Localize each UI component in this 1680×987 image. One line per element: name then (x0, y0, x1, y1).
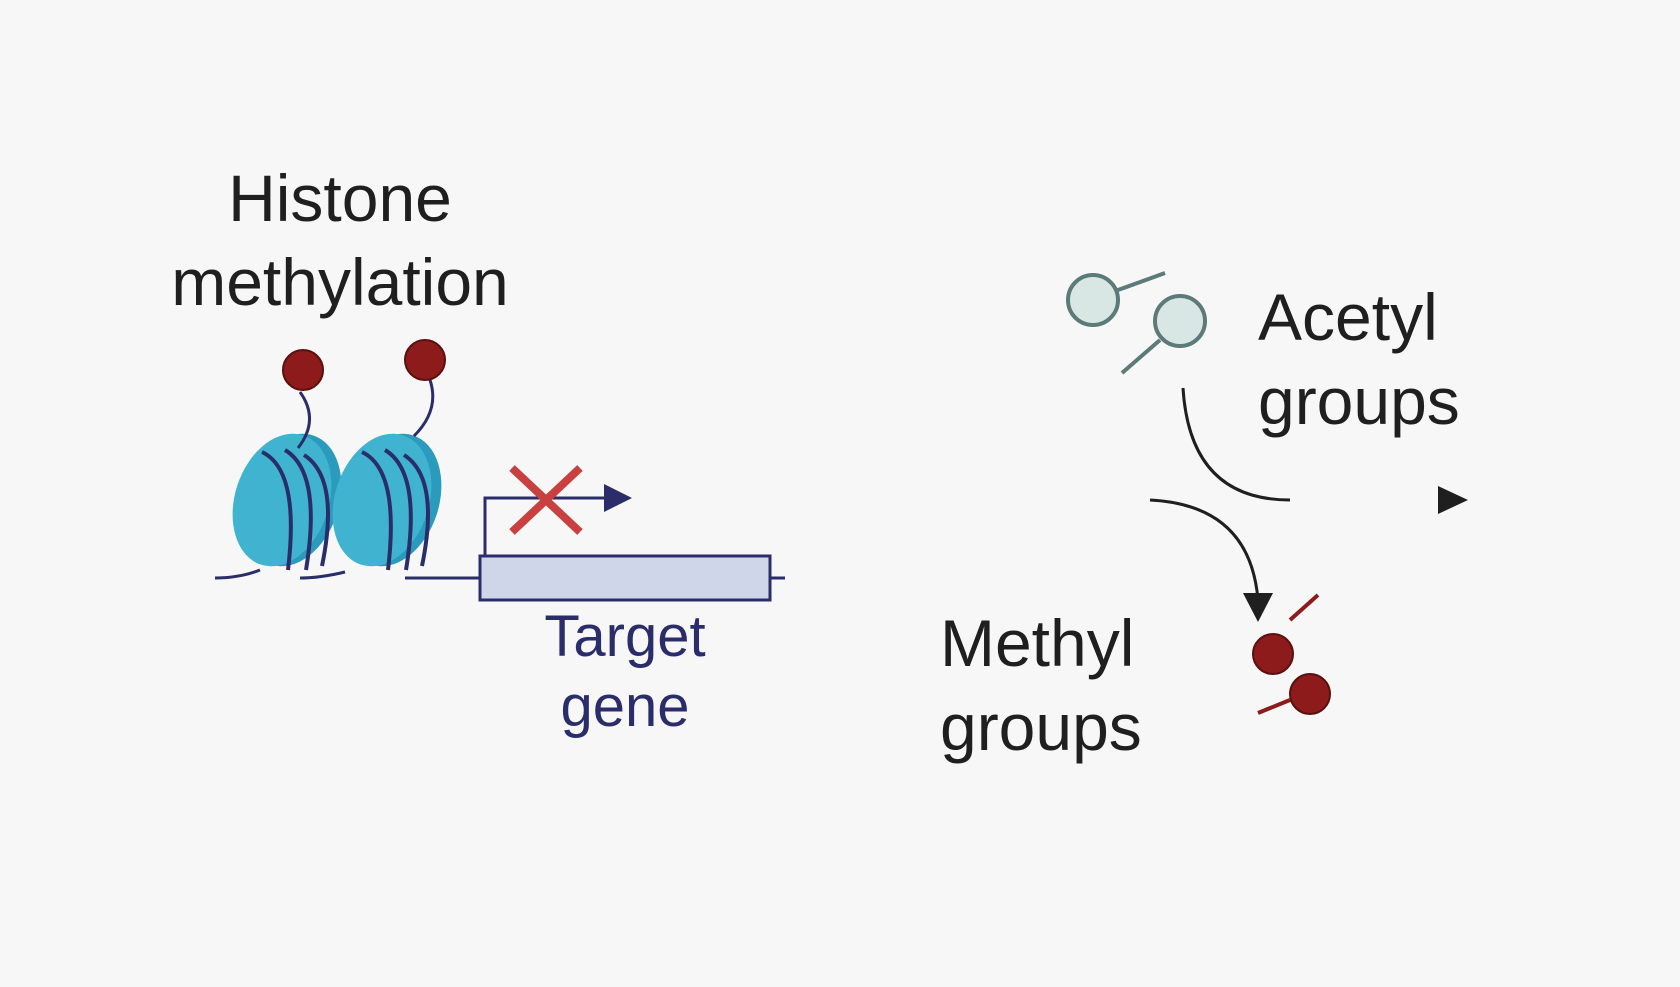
dna-strand (214, 568, 480, 580)
x-mark-icon (509, 465, 583, 535)
histone-label-line2: methylation (171, 245, 509, 319)
methyl-mark-icon (404, 339, 446, 438)
acetyl-branch-arrow (1181, 387, 1291, 502)
methyl-branch-arrow (1149, 498, 1260, 601)
main-arrowhead (1438, 486, 1468, 514)
acetyl-label-line2: groups (1258, 364, 1460, 438)
acetyl-label-line1: Acetyl (1258, 280, 1438, 354)
acetyl-group-icon (1120, 294, 1207, 375)
acetyl-group-icon (1066, 271, 1166, 327)
nucleosome-icon (232, 433, 342, 571)
methyl-group-icon (1252, 593, 1320, 675)
methyl-label-line1: Methyl (940, 606, 1135, 680)
nucleosome-icon (332, 433, 442, 571)
target-label-line2: gene (560, 674, 690, 739)
target-gene-label: Target gene (500, 608, 750, 736)
acetyl-groups-label: Acetyl groups (1258, 284, 1508, 434)
target-label-line1: Target (544, 604, 706, 669)
methyl-mark-icon (282, 349, 324, 449)
histone-methylation-group (214, 339, 785, 602)
flux-arrow-group (900, 387, 1468, 622)
methyl-label-line2: groups (940, 690, 1142, 764)
methyl-groups-label: Methyl groups (940, 610, 1190, 760)
methyl-group-icon (1257, 673, 1331, 715)
histone-methylation-label: Histone methylation (140, 165, 540, 315)
promoter-arrowhead (604, 484, 632, 512)
target-gene-box (478, 554, 772, 602)
promoter-arrow-icon (483, 496, 608, 556)
methyl-branch-arrowhead (1243, 593, 1273, 622)
histone-label-line1: Histone (228, 161, 452, 235)
